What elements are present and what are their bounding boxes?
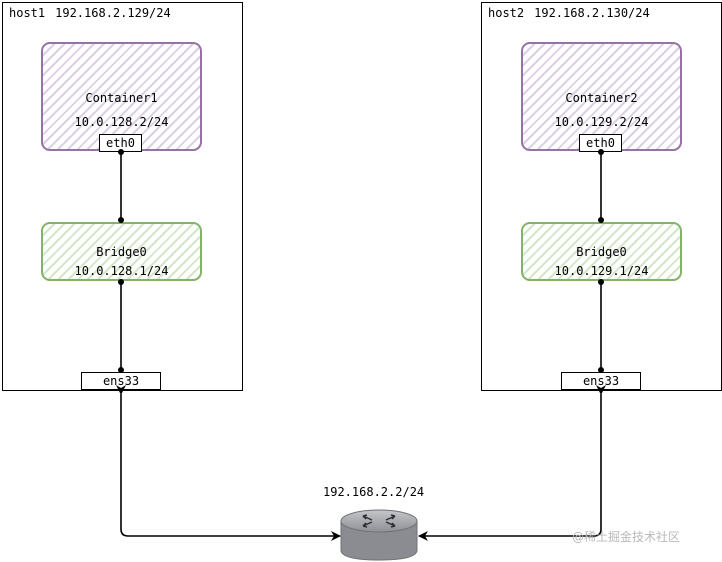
bridge-host2-ip: 10.0.129.1/24 [554, 264, 649, 278]
bridge-host1-box: Bridge0 10.0.128.1/24 [41, 222, 202, 281]
container1-ip: 10.0.128.2/24 [74, 115, 169, 129]
host1-link-dot-top [118, 149, 124, 155]
container1-box: Container1 10.0.128.2/24 [41, 42, 202, 151]
host2-name: host2 [488, 6, 525, 20]
host2-link-dot-bridge-top [598, 217, 604, 223]
watermark: @稀土掘金技术社区 [572, 530, 681, 544]
host2-label: host2 192.168.2.130/24 [488, 6, 650, 20]
bridge-host1-name: Bridge0 [96, 245, 147, 259]
host2-router-link [418, 385, 606, 541]
host1-label: host1 192.168.2.129/24 [9, 6, 171, 20]
container2-box: Container2 10.0.129.2/24 [521, 42, 682, 151]
bridge-host1-ip: 10.0.128.1/24 [74, 264, 169, 278]
host2-ip: 192.168.2.130/24 [534, 6, 650, 20]
container1-eth0-port: eth0 [99, 134, 142, 152]
host1-link-dot-ens33 [118, 367, 124, 373]
host2-link-dot-ens33 [598, 367, 604, 373]
router-icon [340, 509, 418, 561]
host1-router-link [116, 385, 341, 541]
bridge-host2-name: Bridge0 [576, 245, 627, 259]
host1-link-dot-bridge-top [118, 217, 124, 223]
container2-name: Container2 [565, 91, 638, 105]
host1-link-dot-bridge-bottom [118, 279, 124, 285]
host2-link-dot-bridge-bottom [598, 279, 604, 285]
host1-ip: 192.168.2.129/24 [55, 6, 171, 20]
container2-ip: 10.0.129.2/24 [554, 115, 649, 129]
router-ip-label: 192.168.2.2/24 [323, 485, 425, 499]
container1-name: Container1 [85, 91, 158, 105]
host1-name: host1 [9, 6, 46, 20]
container2-eth0-port: eth0 [579, 134, 622, 152]
host2-link-dot-top [598, 149, 604, 155]
